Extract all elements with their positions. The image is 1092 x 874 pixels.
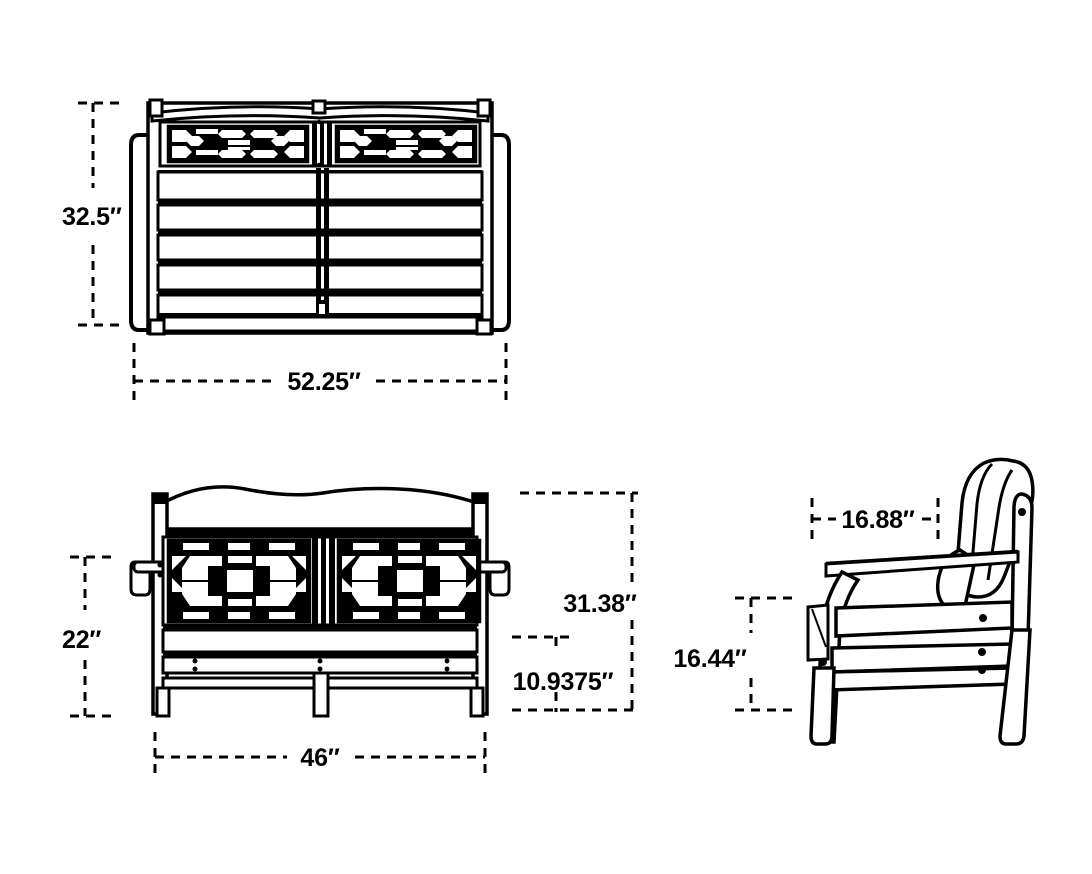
front-view-lattice-panel-left — [166, 538, 312, 624]
top-view-dot-upper — [316, 119, 322, 125]
front-view-leg-center — [312, 671, 330, 718]
side-view-back-post — [1010, 492, 1034, 640]
dimension-seat-height: 10.9375″ — [512, 635, 614, 712]
dimension-back-height: 31.38″ — [512, 491, 638, 712]
dimension-top-width: 52.25″ — [132, 343, 508, 400]
front-view-mounting-dots — [157, 530, 450, 672]
top-view — [129, 98, 511, 336]
top-view-center-stile — [312, 122, 332, 166]
front-view-center-stile — [312, 537, 335, 625]
front-view — [129, 485, 511, 718]
front-view-leg-right — [469, 686, 485, 718]
dimension-side-depth: 16.88″ — [810, 498, 940, 540]
front-view-leg-left — [155, 686, 171, 718]
top-view-foot-right — [475, 318, 493, 336]
front-view-crest-rail — [161, 485, 479, 537]
dimension-front-height: 22″ — [62, 555, 112, 718]
side-view-front-leg — [809, 666, 836, 746]
dimension-front-width: 46″ — [153, 732, 487, 775]
top-view-lattice-panel-left — [166, 124, 310, 164]
dimension-label-side-height: 16.44″ — [673, 645, 747, 673]
top-view-post-right — [476, 98, 492, 118]
top-view-foot-left — [148, 318, 166, 336]
dimension-side-height: 16.44″ — [673, 596, 795, 712]
top-view-dot-lower — [316, 162, 322, 168]
dimension-label-top-height: 32.5″ — [62, 203, 122, 231]
side-view-seat-frame — [828, 600, 1014, 692]
front-view-lattice-panel-right — [336, 538, 482, 624]
side-view-rear-leg — [998, 628, 1032, 746]
dimension-label-top-width: 52.25″ — [287, 368, 361, 396]
side-view-armrest — [824, 549, 1020, 578]
front-view-post-cap-left — [153, 494, 167, 504]
top-view-lattice-panel-right — [334, 124, 478, 164]
side-view — [806, 457, 1035, 746]
dimension-top-height: 32.5″ — [62, 101, 122, 327]
front-view-post-cap-right — [473, 494, 487, 504]
dimension-label-front-height: 22″ — [62, 626, 101, 654]
dimension-label-front-width: 46″ — [300, 744, 339, 772]
top-view-center-cap — [311, 99, 327, 115]
top-view-post-left — [148, 98, 164, 118]
top-view-center-divider — [316, 168, 329, 318]
side-view-side-tab — [806, 603, 830, 662]
dimension-label-side-depth: 16.88″ — [841, 506, 915, 534]
dimension-label-seat-height: 10.9375″ — [513, 668, 614, 696]
top-view-center-latch — [316, 300, 329, 316]
dimension-label-back-height: 31.38″ — [563, 590, 637, 618]
